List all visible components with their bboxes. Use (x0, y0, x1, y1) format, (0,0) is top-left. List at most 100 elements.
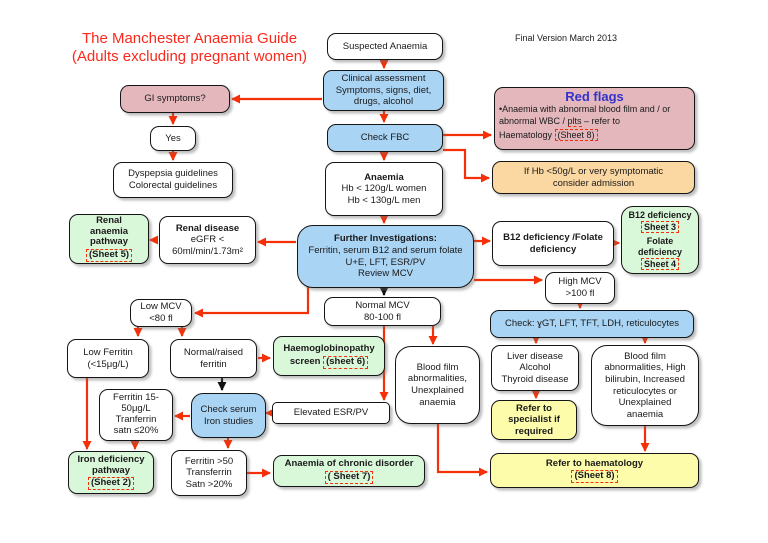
red-flags-line2: abnormal WBC / plts – refer to (499, 115, 694, 128)
node-yes: Yes (150, 126, 196, 151)
node-line: satn ≤20% (113, 424, 159, 436)
sheet-ref-7: ( Sheet 7) (324, 470, 374, 484)
sheet-ref-2: (Sheet 2) (87, 477, 135, 491)
node-line: Liver disease (507, 350, 563, 362)
node-line: Renal (96, 215, 122, 227)
node-line: High MCV (558, 276, 602, 288)
arrow-fbc-to-admission (443, 148, 490, 183)
node-line: Unexplained (618, 397, 672, 409)
node-line: Tranferrin (115, 414, 157, 425)
node-line: Refer to (516, 402, 552, 414)
node-line: Ferritin, serum B12 and serum folate (308, 244, 463, 256)
node-b12-folate-sheets: B12 deficiency Sheet 3 Folate deficiency… (621, 206, 699, 274)
node-line: Blood film (624, 350, 666, 362)
arrow-bloodfilm-to-haematology (436, 424, 488, 477)
node-line: Low Ferritin (83, 346, 133, 358)
node-line: anaemia (89, 225, 129, 237)
red-flags-line1: •Anaemia with abnormal blood film and / … (499, 104, 671, 115)
node-line: Dyspepsia guidelines (128, 168, 218, 180)
node-normal-mcv: Normal MCV 80-100 fl (324, 297, 441, 326)
red-flags-title: Red flags (565, 89, 624, 104)
node-line: Clinical assessment (341, 73, 426, 85)
node-line-pre: screen (289, 355, 324, 367)
node-red-flags: Red flags •Anaemia with abnormal blood f… (494, 87, 695, 150)
sheet-ref-5: (Sheet 5) (85, 248, 133, 262)
red-flags-plts: plts (567, 115, 582, 127)
node-label: Elevated ESR/PV (293, 407, 369, 419)
node-line: deficiency (529, 243, 577, 255)
page-title-line2: (Adults excluding pregnant women) (71, 47, 308, 65)
node-gi-symptoms: GI symptoms? (120, 85, 230, 113)
node-line: Normal/raised (183, 346, 244, 358)
sheet-ref-3: Sheet 3 (640, 220, 679, 234)
node-line: eGFR < (190, 234, 225, 246)
node-low-ferritin: Low Ferritin (<15μg/L) (67, 339, 149, 378)
node-line: (<15μg/L) (87, 358, 129, 370)
page-title-line1: The Manchester Anaemia Guide (81, 30, 298, 47)
node-label: Check: ɣGT, LFT, TFT, LDH, reticulocytes (504, 318, 680, 330)
node-line: abnormalities, High (604, 362, 686, 374)
node-refer-haematology: Refer to haematology (Sheet 8) (490, 453, 699, 488)
node-haemoglobinopathy: Haemoglobinopathy screen (sheet 6) (273, 336, 385, 376)
node-line: Symptoms, signs, diet, (335, 84, 432, 96)
node-clinical-assessment: Clinical assessment Symptoms, signs, die… (323, 70, 444, 111)
node-low-mcv: Low MCV <80 fl (130, 299, 192, 327)
node-renal-disease: Renal disease eGFR < 60ml/min/1.73m² (159, 216, 256, 264)
node-line: Folate deficiency (637, 236, 683, 257)
node-line: Ferritin 15- (113, 392, 159, 404)
node-blood-film-right: Blood film abnormalities, High bilirubin… (591, 345, 699, 426)
node-ferritin-15-50: Ferritin 15- 50μg/L Tranferrin satn ≤20% (99, 389, 173, 441)
node-line: 50μg/L (121, 403, 151, 415)
red-flags-body: •Anaemia with abnormal blood film and / … (495, 104, 694, 142)
node-line: Normal MCV (355, 299, 410, 311)
red-flags-line3: Haematology (Sheet 8) (499, 128, 694, 142)
node-line: <80 fl (149, 313, 173, 324)
node-line: anaemia (626, 408, 664, 420)
node-guidelines: Dyspepsia guidelines Colorectal guidelin… (113, 162, 233, 198)
node-admission: If Hb <50g/L or very symptomatic conside… (492, 161, 695, 194)
node-line: Low MCV (140, 301, 182, 313)
node-line: pathway (91, 464, 130, 476)
red-flags-line3-pre: Haematology (499, 129, 555, 140)
node-line: Iron studies (203, 415, 254, 427)
node-line: Ferritin >50 (184, 455, 234, 467)
node-line: Review MCV (358, 268, 413, 280)
node-liver-disease: Liver disease Alcohol Thyroid disease (491, 345, 579, 391)
sheet-ref-4: Sheet 4 (640, 258, 679, 271)
node-further-investigations: Further Investigations: Ferritin, serum … (297, 225, 474, 288)
arrow-further-to-lowmcv (194, 287, 310, 318)
node-line: pathway (89, 236, 128, 248)
node-line: reticulocytes or (613, 385, 677, 397)
node-line: B12 deficiency /Folate (503, 231, 603, 243)
node-line: If Hb <50g/L or very symptomatic (523, 165, 664, 177)
node-anaemia: Anaemia Hb < 120g/L women Hb < 130g/L me… (325, 162, 443, 216)
node-title: Renal disease (175, 222, 240, 234)
node-line: >100 fl (565, 288, 595, 299)
node-line: Unexplained (411, 385, 464, 396)
node-line: Thyroid disease (501, 373, 569, 385)
node-chronic-disorder: Anaemia of chronic disorder ( Sheet 7) (273, 455, 425, 487)
node-blood-film-mid: Blood film abnormalities, Unexplained an… (395, 346, 480, 424)
node-line: Anaemia of chronic disorder (284, 458, 414, 470)
node-normal-raised-ferritin: Normal/raised ferritin (170, 339, 257, 378)
node-iron-deficiency: Iron deficiency pathway (Sheet 2) (68, 451, 154, 494)
node-check-serum-iron: Check serum Iron studies (191, 393, 266, 438)
red-flags-line2-post: – refer to (581, 115, 621, 126)
node-ferritin-over-50: Ferritin >50 Transferrin Satn >20% (171, 450, 247, 496)
node-title: Anaemia (364, 171, 404, 183)
node-label: GI symptoms? (144, 93, 206, 105)
node-line: Satn >20% (185, 478, 233, 490)
node-line: ferritin (200, 358, 227, 370)
node-b12-folate: B12 deficiency /Folate deficiency (492, 221, 614, 266)
node-line: U+E, LFT, ESR/PV (345, 256, 426, 268)
node-high-mcv: High MCV >100 fl (545, 272, 615, 304)
sheet-ref-6: (sheet 6) (323, 355, 369, 369)
node-line: B12 deficiency (628, 209, 692, 220)
node-title: Further Investigations: (334, 233, 437, 245)
node-check-ygt: Check: ɣGT, LFT, TFT, LDH, reticulocytes (490, 310, 694, 338)
node-elevated-esr: Elevated ESR/PV (272, 402, 390, 424)
version-label: Final Version March 2013 (515, 33, 618, 43)
node-line: consider admission (552, 177, 635, 189)
